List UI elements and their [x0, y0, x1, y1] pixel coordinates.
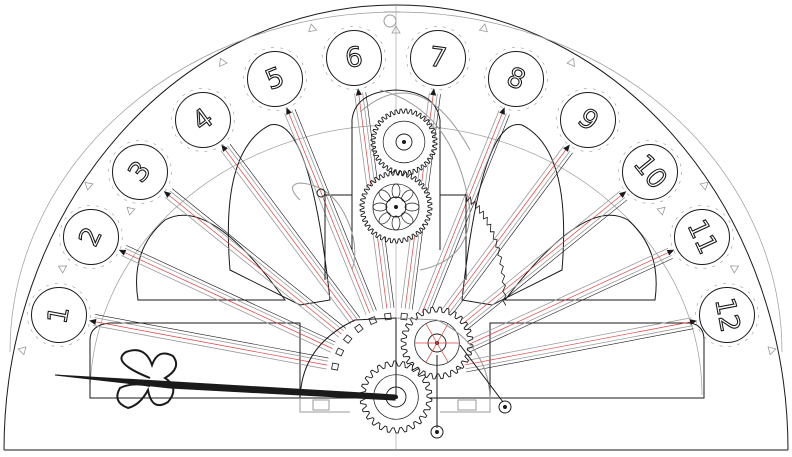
- lever-arm-12: [463, 317, 694, 373]
- lever-arm-10: [447, 190, 628, 340]
- arrow-marker-icon: [666, 249, 675, 256]
- arrow-marker-icon: [118, 249, 127, 256]
- gear-icon: [359, 170, 433, 244]
- lever-knob-right: [498, 400, 512, 414]
- mechanism-housing: [351, 89, 441, 250]
- dial-disc-9: 9: [556, 88, 620, 152]
- dial-disc-2: 2: [59, 205, 123, 269]
- dial-disc-3: 3: [108, 140, 172, 204]
- lever-knob-bottom: [430, 425, 444, 439]
- arrow-marker-icon: [563, 144, 570, 152]
- triangle-marker-icon: [126, 206, 136, 216]
- lever-arm-3: [164, 188, 347, 338]
- dial-disc-5: 5: [243, 47, 307, 111]
- triangle-marker-icon: [57, 265, 68, 274]
- arrow-marker-icon: [355, 88, 362, 96]
- lever-arm-2: [121, 245, 336, 353]
- petal-group: [136, 124, 657, 306]
- dial-disc-6: 6: [322, 26, 386, 90]
- triangle-marker-icon: [391, 25, 401, 34]
- petal-3: [503, 214, 657, 301]
- pivot-pin: [316, 188, 326, 198]
- dial-disc-11: 11: [670, 205, 734, 269]
- dial-number-6: 6: [343, 42, 364, 75]
- pointer-shaft: [54, 374, 396, 401]
- arrow-marker-icon: [430, 88, 437, 96]
- lever-arm-11: [457, 247, 673, 356]
- arrow-marker-icon: [163, 191, 172, 198]
- lever-handles: [430, 344, 512, 439]
- arrow-marker-icon: [689, 319, 698, 325]
- lower-quadrant: [299, 317, 491, 413]
- gear-icon: [370, 108, 438, 176]
- lever-arm-8: [417, 110, 510, 316]
- dial-disc-1: 1: [27, 283, 91, 347]
- triangle-marker-icon: [219, 57, 228, 68]
- lever-arm-5: [284, 109, 377, 315]
- dial-number-7: 7: [427, 42, 448, 75]
- triangle-marker-icon: [308, 23, 318, 33]
- lever-arm-9: [434, 145, 573, 327]
- lever-arm-4: [220, 143, 361, 325]
- triangle-marker-icon: [767, 346, 777, 356]
- triangle-marker-icon: [699, 181, 709, 191]
- triangle-marker-icon: [17, 346, 27, 356]
- arrow-marker-icon: [618, 191, 627, 198]
- arrow-marker-icon: [88, 318, 97, 325]
- arrow-marker-icon: [221, 144, 228, 152]
- gear-rack-arc: [465, 193, 507, 306]
- triangle-marker-icon: [656, 206, 666, 216]
- dial-number-12: 12: [709, 295, 746, 335]
- dial-number-1: 1: [42, 304, 76, 327]
- triangle-marker-icon: [566, 57, 575, 68]
- dial-disc-7: 7: [406, 26, 470, 90]
- dial-disc-4: 4: [171, 88, 235, 152]
- dial-disc-10: 10: [618, 140, 682, 204]
- petal-4: [461, 124, 565, 306]
- pointer-ornament: [116, 349, 178, 410]
- triangle-marker-icon: [729, 265, 740, 274]
- dial-disc-8: 8: [484, 47, 548, 111]
- triangle-marker-icon: [478, 23, 488, 33]
- triangle-marker-icon: [84, 181, 94, 191]
- mechanism-plate: [324, 194, 352, 280]
- petal-2: [227, 124, 331, 306]
- arrow-marker-icon: [286, 107, 292, 115]
- gear-spokes: [372, 183, 459, 363]
- rim-marker-group: [17, 23, 777, 356]
- spiral-spring: [292, 182, 356, 271]
- petal-1: [136, 214, 286, 301]
- pointer-tail: [374, 397, 396, 401]
- lever-arm-1: [93, 314, 329, 370]
- dial-disc-12: 12: [695, 283, 759, 347]
- arrow-marker-icon: [499, 107, 505, 115]
- hand-pointer-icon: [54, 349, 396, 410]
- central-mechanism: [292, 11, 471, 280]
